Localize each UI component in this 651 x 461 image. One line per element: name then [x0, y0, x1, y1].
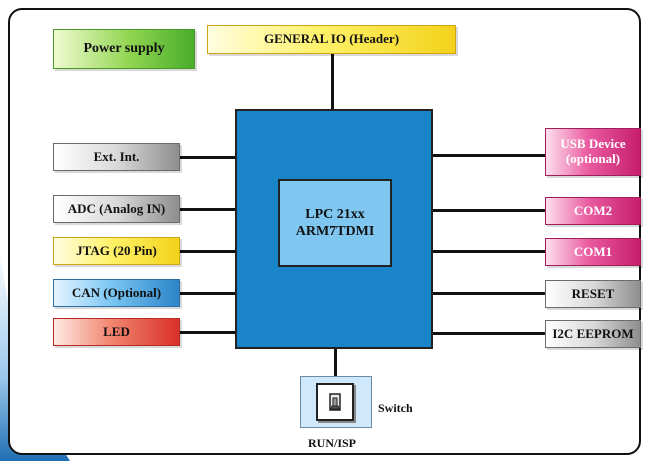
run-isp-caption: RUN/ISP [308, 436, 357, 450]
jtag-block: JTAG (20 Pin) [53, 237, 180, 265]
adc-block: ADC (Analog IN) [53, 195, 180, 223]
reset-label: RESET [571, 285, 615, 301]
general-io-label: GENERAL IO (Header) [263, 31, 400, 47]
com1-label: COM1 [573, 243, 613, 259]
general-io-block: GENERAL IO (Header) [207, 25, 456, 54]
can-block: CAN (Optional) [53, 279, 180, 307]
com1-block: COM1 [545, 238, 641, 266]
power-supply-label: Power supply [83, 40, 165, 56]
com2-block: COM2 [545, 197, 641, 225]
cpu-label-line1: LPC 21xx [305, 206, 365, 222]
wire-com1 [432, 250, 545, 253]
cpu-label-line2: ARM7TDMI [295, 224, 375, 239]
wire-extint [179, 156, 236, 159]
ext-int-block: Ext. Int. [53, 143, 180, 171]
wire-com2 [432, 209, 545, 212]
cpu-core: LPC 21xx ARM7TDMI [278, 179, 392, 267]
wire-jtag [179, 250, 236, 253]
toggle-switch-icon [316, 383, 354, 421]
i2c-eeprom-label: I2C EEPROM [552, 325, 634, 341]
wire-usb [432, 154, 545, 157]
wire-generalio [331, 54, 334, 110]
i2c-eeprom-block: I2C EEPROM [545, 320, 641, 348]
wire-can [179, 292, 236, 295]
wire-led [179, 331, 236, 334]
adc-label: ADC (Analog IN) [67, 200, 166, 216]
reset-block: RESET [545, 280, 641, 308]
wire-eeprom [432, 332, 545, 335]
ext-int-label: Ext. Int. [93, 148, 140, 164]
can-label: CAN (Optional) [71, 284, 162, 300]
usb-device-block: USB Device (optional) [545, 128, 641, 176]
switch-block[interactable] [300, 376, 372, 428]
com2-label: COM2 [573, 202, 613, 218]
switch-label: Switch [378, 401, 413, 415]
wire-switch [334, 349, 337, 377]
usb-device-label: USB Device [560, 136, 626, 152]
usb-optional-label: (optional) [565, 151, 621, 166]
led-label: LED [103, 323, 130, 339]
power-supply-block: Power supply [53, 29, 195, 69]
led-block: LED [53, 318, 180, 346]
wire-reset [432, 292, 545, 295]
jtag-label: JTAG (20 Pin) [76, 242, 157, 258]
wire-adc [179, 208, 236, 211]
